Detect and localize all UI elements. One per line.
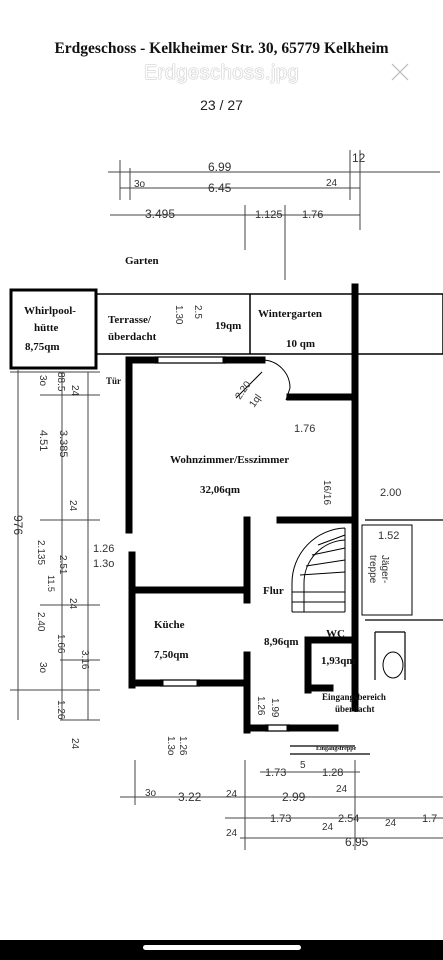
dim-label: 2.99	[282, 790, 306, 804]
dim-label: 1.3o	[93, 558, 114, 570]
room-label-terrasse-1: Terrasse/	[108, 314, 152, 326]
dim-label: 24	[226, 828, 238, 839]
terrace-outline	[95, 293, 443, 355]
dim-label: 24	[69, 738, 80, 750]
label-eingangstreppe: Eingangstreppe	[316, 746, 357, 752]
dim-label: 12	[352, 151, 366, 165]
dim-label: 24	[69, 385, 80, 397]
dim-label: 3.22	[178, 790, 202, 804]
label-tuer: Tür	[106, 376, 121, 386]
dim-label: 11.5	[46, 575, 56, 592]
dim-label: 88.5	[55, 372, 66, 392]
dim-label: 1.66	[55, 634, 66, 654]
dim-label: 2.00	[380, 487, 401, 499]
dimension-labels: 6.99 12 3o 6.45 24 3.495 1.125 1.76 2.5 …	[11, 151, 437, 849]
dimension-lines-top	[108, 150, 440, 280]
room-label-wc: WC	[326, 628, 345, 640]
window-lines	[155, 356, 443, 755]
dim-label: 1.30	[173, 305, 184, 325]
dim-label: 24	[226, 789, 238, 800]
image-counter: 23 / 27	[200, 97, 243, 113]
close-button[interactable]	[388, 60, 412, 84]
room-label-flur: Flur	[263, 585, 284, 597]
room-label-wintergarten: Wintergarten	[258, 308, 322, 320]
dim-label: 1.26	[93, 543, 114, 555]
dim-label: 2.51	[57, 555, 68, 575]
dim-label: 1.26	[177, 736, 188, 756]
dimension-lines-bottom	[120, 760, 443, 850]
dim-label: 2.54	[338, 813, 359, 825]
dim-label: 16/16	[321, 480, 332, 505]
dim-label: 2.135	[35, 540, 46, 565]
dim-label: 1.73	[270, 813, 291, 825]
room-label-whirlpool-1: Whirlpool-	[24, 305, 76, 317]
room-area-whirlpool: 8,75qm	[25, 341, 60, 353]
dim-label: 6.95	[345, 835, 369, 849]
loft-ladder-outline	[361, 524, 413, 616]
dim-label: 24	[67, 598, 78, 610]
dim-label: 3o	[134, 179, 146, 190]
label-jaeger-1: Jäger-	[379, 555, 390, 583]
dim-label: 24	[322, 822, 334, 833]
room-label-wohnzimmer: Wohnzimmer/Esszimmer	[170, 454, 289, 466]
dim-label: 1.7	[422, 813, 437, 825]
dim-label: 3o	[37, 375, 48, 387]
dim-label: 1.26	[55, 700, 66, 720]
room-label-eingang-1: Eingangsbereich	[322, 692, 386, 702]
room-area-wohnzimmer: 32,06qm	[200, 484, 240, 496]
room-area-wc: 1,93qm	[321, 655, 356, 667]
dim-label: 2.5	[192, 305, 203, 319]
dim-label: 1.26	[255, 696, 266, 716]
dim-label: 2.40	[35, 612, 46, 632]
dim-label: 1.73	[265, 767, 286, 779]
room-label-garten: Garten	[125, 255, 159, 267]
dim-label: 1.76	[294, 423, 315, 435]
dim-label: 1.99	[269, 698, 280, 718]
room-area-kueche: 7,50qm	[154, 649, 189, 661]
dim-label: 24	[326, 178, 338, 189]
dim-label: 1.125	[255, 209, 283, 221]
room-area-terrasse: 19qm	[215, 320, 241, 332]
toilet-fixture	[382, 651, 404, 679]
dim-label: 3o	[145, 788, 157, 799]
dim-label: 24	[336, 784, 348, 795]
dim-label: 3o	[37, 662, 48, 674]
dim-label: 6.99	[208, 160, 232, 174]
dim-label: 24	[67, 500, 78, 512]
dim-label: 1.28	[322, 767, 343, 779]
floor-plan: Garten Whirlpool- hütte 8,75qm Terrasse/…	[9, 150, 443, 850]
door-swings	[235, 359, 291, 401]
dim-label: 976	[11, 515, 25, 535]
room-label-kueche: Küche	[154, 619, 185, 631]
dim-label: 6.45	[208, 181, 232, 195]
room-label-eingang-2: überdacht	[335, 704, 375, 714]
dim-label: 1.76	[302, 209, 323, 221]
room-area-wintergarten: 10 qm	[286, 338, 315, 350]
room-area-flur: 8,96qm	[264, 636, 299, 648]
home-indicator[interactable]	[143, 945, 301, 950]
dim-label: 4.51	[37, 430, 49, 451]
dimension-lines-left	[10, 370, 100, 721]
dim-label: 3.16	[79, 650, 90, 670]
dim-label: 1.3o	[165, 736, 176, 756]
walls	[125, 283, 359, 734]
image-filename: Erdgeschoss.jpg	[143, 62, 300, 84]
bottom-bar	[0, 940, 443, 960]
staircase	[291, 527, 346, 613]
document-title: Erdgeschoss - Kelkheimer Str. 30, 65779 …	[54, 40, 389, 57]
dim-label: 3.385	[57, 430, 69, 458]
room-label-whirlpool-2: hütte	[34, 322, 59, 334]
dim-label: 1.52	[378, 530, 399, 542]
room-label-terrasse-2: überdacht	[108, 331, 157, 343]
close-icon	[391, 63, 409, 81]
dim-label: 5	[300, 760, 306, 771]
dim-label: 24	[385, 818, 397, 829]
dim-label: 3.495	[145, 207, 175, 221]
label-jaeger-2: treppe	[367, 555, 378, 584]
dim-label: 1ql	[247, 392, 264, 409]
